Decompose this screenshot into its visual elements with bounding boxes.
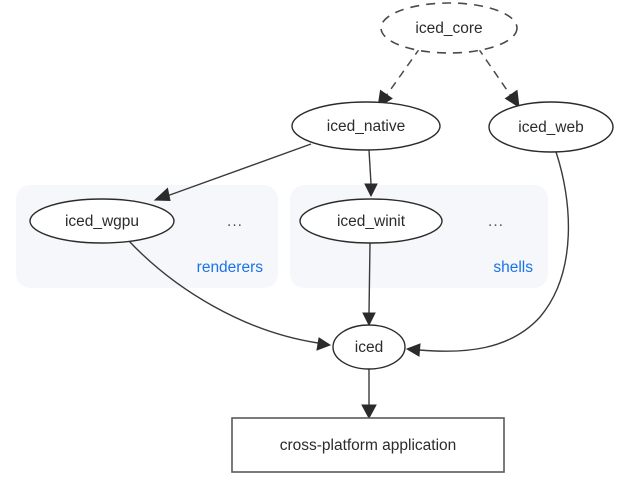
node-iced-core-ellipse[interactable] bbox=[380, 2, 518, 54]
edge-native-to-winit bbox=[364, 149, 378, 198]
edge-core-to-native-path bbox=[385, 47, 421, 97]
cluster-renderers-label: renderers bbox=[197, 259, 264, 276]
cluster-shells-label: shells bbox=[493, 259, 533, 276]
edge-core-to-web-path bbox=[477, 47, 512, 97]
edge-core-to-web-arrowhead bbox=[504, 89, 520, 108]
edge-native-to-wgpu-path bbox=[166, 143, 312, 197]
node-cross-platform-application-label: cross-platform application bbox=[280, 437, 457, 454]
renderers-more-ellipsis: ... bbox=[227, 213, 243, 230]
node-cross-platform-application-box[interactable] bbox=[231, 417, 505, 473]
node-iced-wgpu-ellipse[interactable] bbox=[29, 198, 175, 244]
node-iced-core-label: iced_core bbox=[415, 20, 482, 37]
node-iced-wgpu-label: iced_wgpu bbox=[65, 213, 139, 230]
edge-wgpu-to-iced bbox=[127, 239, 332, 351]
edge-web-to-iced-arrowhead bbox=[405, 343, 421, 357]
edge-core-to-web bbox=[477, 47, 520, 108]
node-iced-web[interactable]: iced_web bbox=[488, 101, 614, 153]
edge-web-to-iced bbox=[405, 151, 570, 357]
shells-more-ellipsis: ... bbox=[488, 213, 504, 230]
edge-iced-to-app-arrowhead bbox=[361, 404, 377, 420]
node-iced-label: iced bbox=[355, 339, 383, 356]
edge-winit-to-iced bbox=[362, 242, 376, 327]
node-iced-ellipse[interactable] bbox=[332, 324, 406, 370]
edge-winit-to-iced-path bbox=[368, 242, 371, 314]
node-iced-winit-ellipse[interactable] bbox=[299, 198, 443, 244]
edge-native-to-wgpu bbox=[153, 143, 312, 202]
node-iced-native[interactable]: iced_native bbox=[291, 101, 441, 151]
edge-iced-to-app bbox=[361, 369, 377, 420]
edge-wgpu-to-iced-arrowhead bbox=[316, 337, 332, 351]
node-iced-wgpu[interactable]: iced_wgpu bbox=[29, 198, 175, 244]
edge-native-to-winit-arrowhead bbox=[364, 183, 378, 198]
edge-web-to-iced-path bbox=[418, 151, 570, 352]
node-iced[interactable]: iced bbox=[332, 324, 406, 370]
edge-native-to-wgpu-arrowhead bbox=[153, 187, 171, 202]
edge-wgpu-to-iced-path bbox=[127, 239, 319, 344]
node-iced-web-label: iced_web bbox=[518, 119, 584, 136]
node-iced-winit-label: iced_winit bbox=[337, 213, 406, 230]
edge-core-to-native bbox=[377, 47, 421, 108]
node-iced-native-ellipse[interactable] bbox=[291, 101, 441, 151]
edge-winit-to-iced-arrowhead bbox=[362, 312, 376, 327]
node-cross-platform-application[interactable]: cross-platform application bbox=[231, 417, 505, 473]
node-iced-native-label: iced_native bbox=[327, 118, 405, 135]
node-iced-web-ellipse[interactable] bbox=[488, 101, 614, 153]
node-iced-core[interactable]: iced_core bbox=[380, 2, 518, 54]
edge-native-to-winit-path bbox=[368, 149, 372, 185]
node-iced-winit[interactable]: iced_winit bbox=[299, 198, 443, 244]
